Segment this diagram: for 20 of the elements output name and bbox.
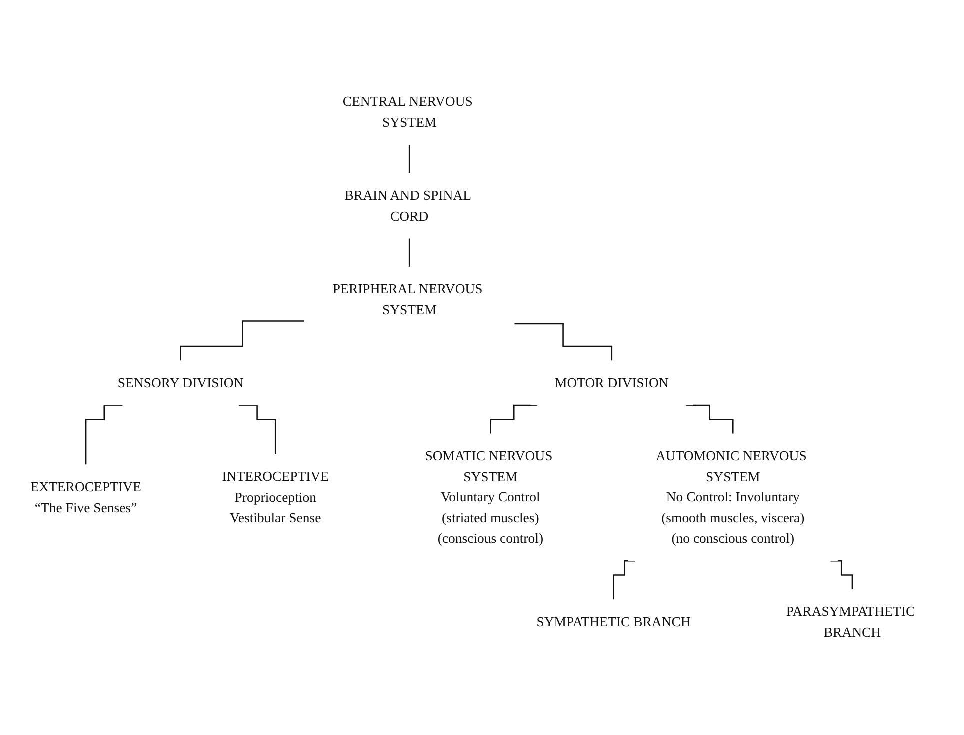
connector (85, 405, 123, 466)
node-text: SYMPATHETIC BRANCH (536, 614, 691, 630)
node-text: CENTRAL NERVOUS SYSTEM (342, 94, 473, 130)
connector (490, 405, 538, 435)
node-text: INTEROCEPTIVE Proprioception Vestibular Sense (222, 469, 330, 526)
node-text: BRAIN AND SPINAL CORD (344, 188, 471, 224)
connector (238, 405, 276, 456)
connector (613, 560, 636, 601)
node-text: PERIPHERAL NERVOUS SYSTEM (332, 282, 483, 318)
node-text: EXTEROCEPTIVE “The Five Senses” (30, 480, 142, 516)
node-text: MOTOR DIVISION (554, 376, 669, 391)
node-text: AUTOMONIC NERVOUS SYSTEM No Control: Involuntary (smooth muscles, viscera) (no conscious control) (656, 448, 807, 547)
connector (180, 320, 305, 362)
node-text: SOMATIC NERVOUS SYSTEM Voluntary Control (striated muscles) (conscious control) (425, 448, 553, 547)
connector (514, 324, 613, 362)
connector (686, 405, 734, 435)
connector (408, 144, 410, 174)
connector (830, 560, 854, 590)
connector (408, 238, 410, 268)
node-text: PARASYMPATHETIC BRANCH (786, 604, 916, 640)
